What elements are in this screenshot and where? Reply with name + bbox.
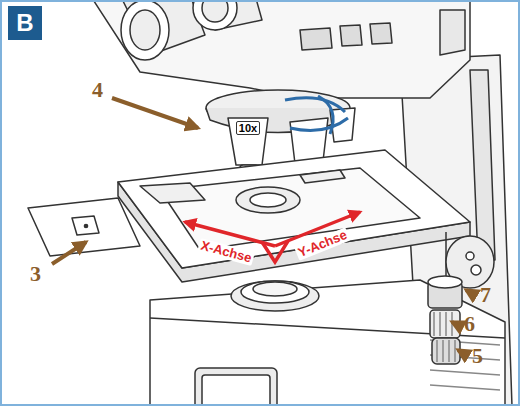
callout-number: 4 [92, 78, 103, 102]
badge-letter: B [16, 9, 33, 37]
callout-number: 7 [480, 283, 491, 307]
objective-label: 10x [236, 121, 260, 135]
callout-number: 3 [30, 262, 41, 286]
callout-number: 5 [472, 344, 483, 368]
panel-badge: B [8, 6, 42, 40]
callout-number: 6 [464, 312, 475, 336]
